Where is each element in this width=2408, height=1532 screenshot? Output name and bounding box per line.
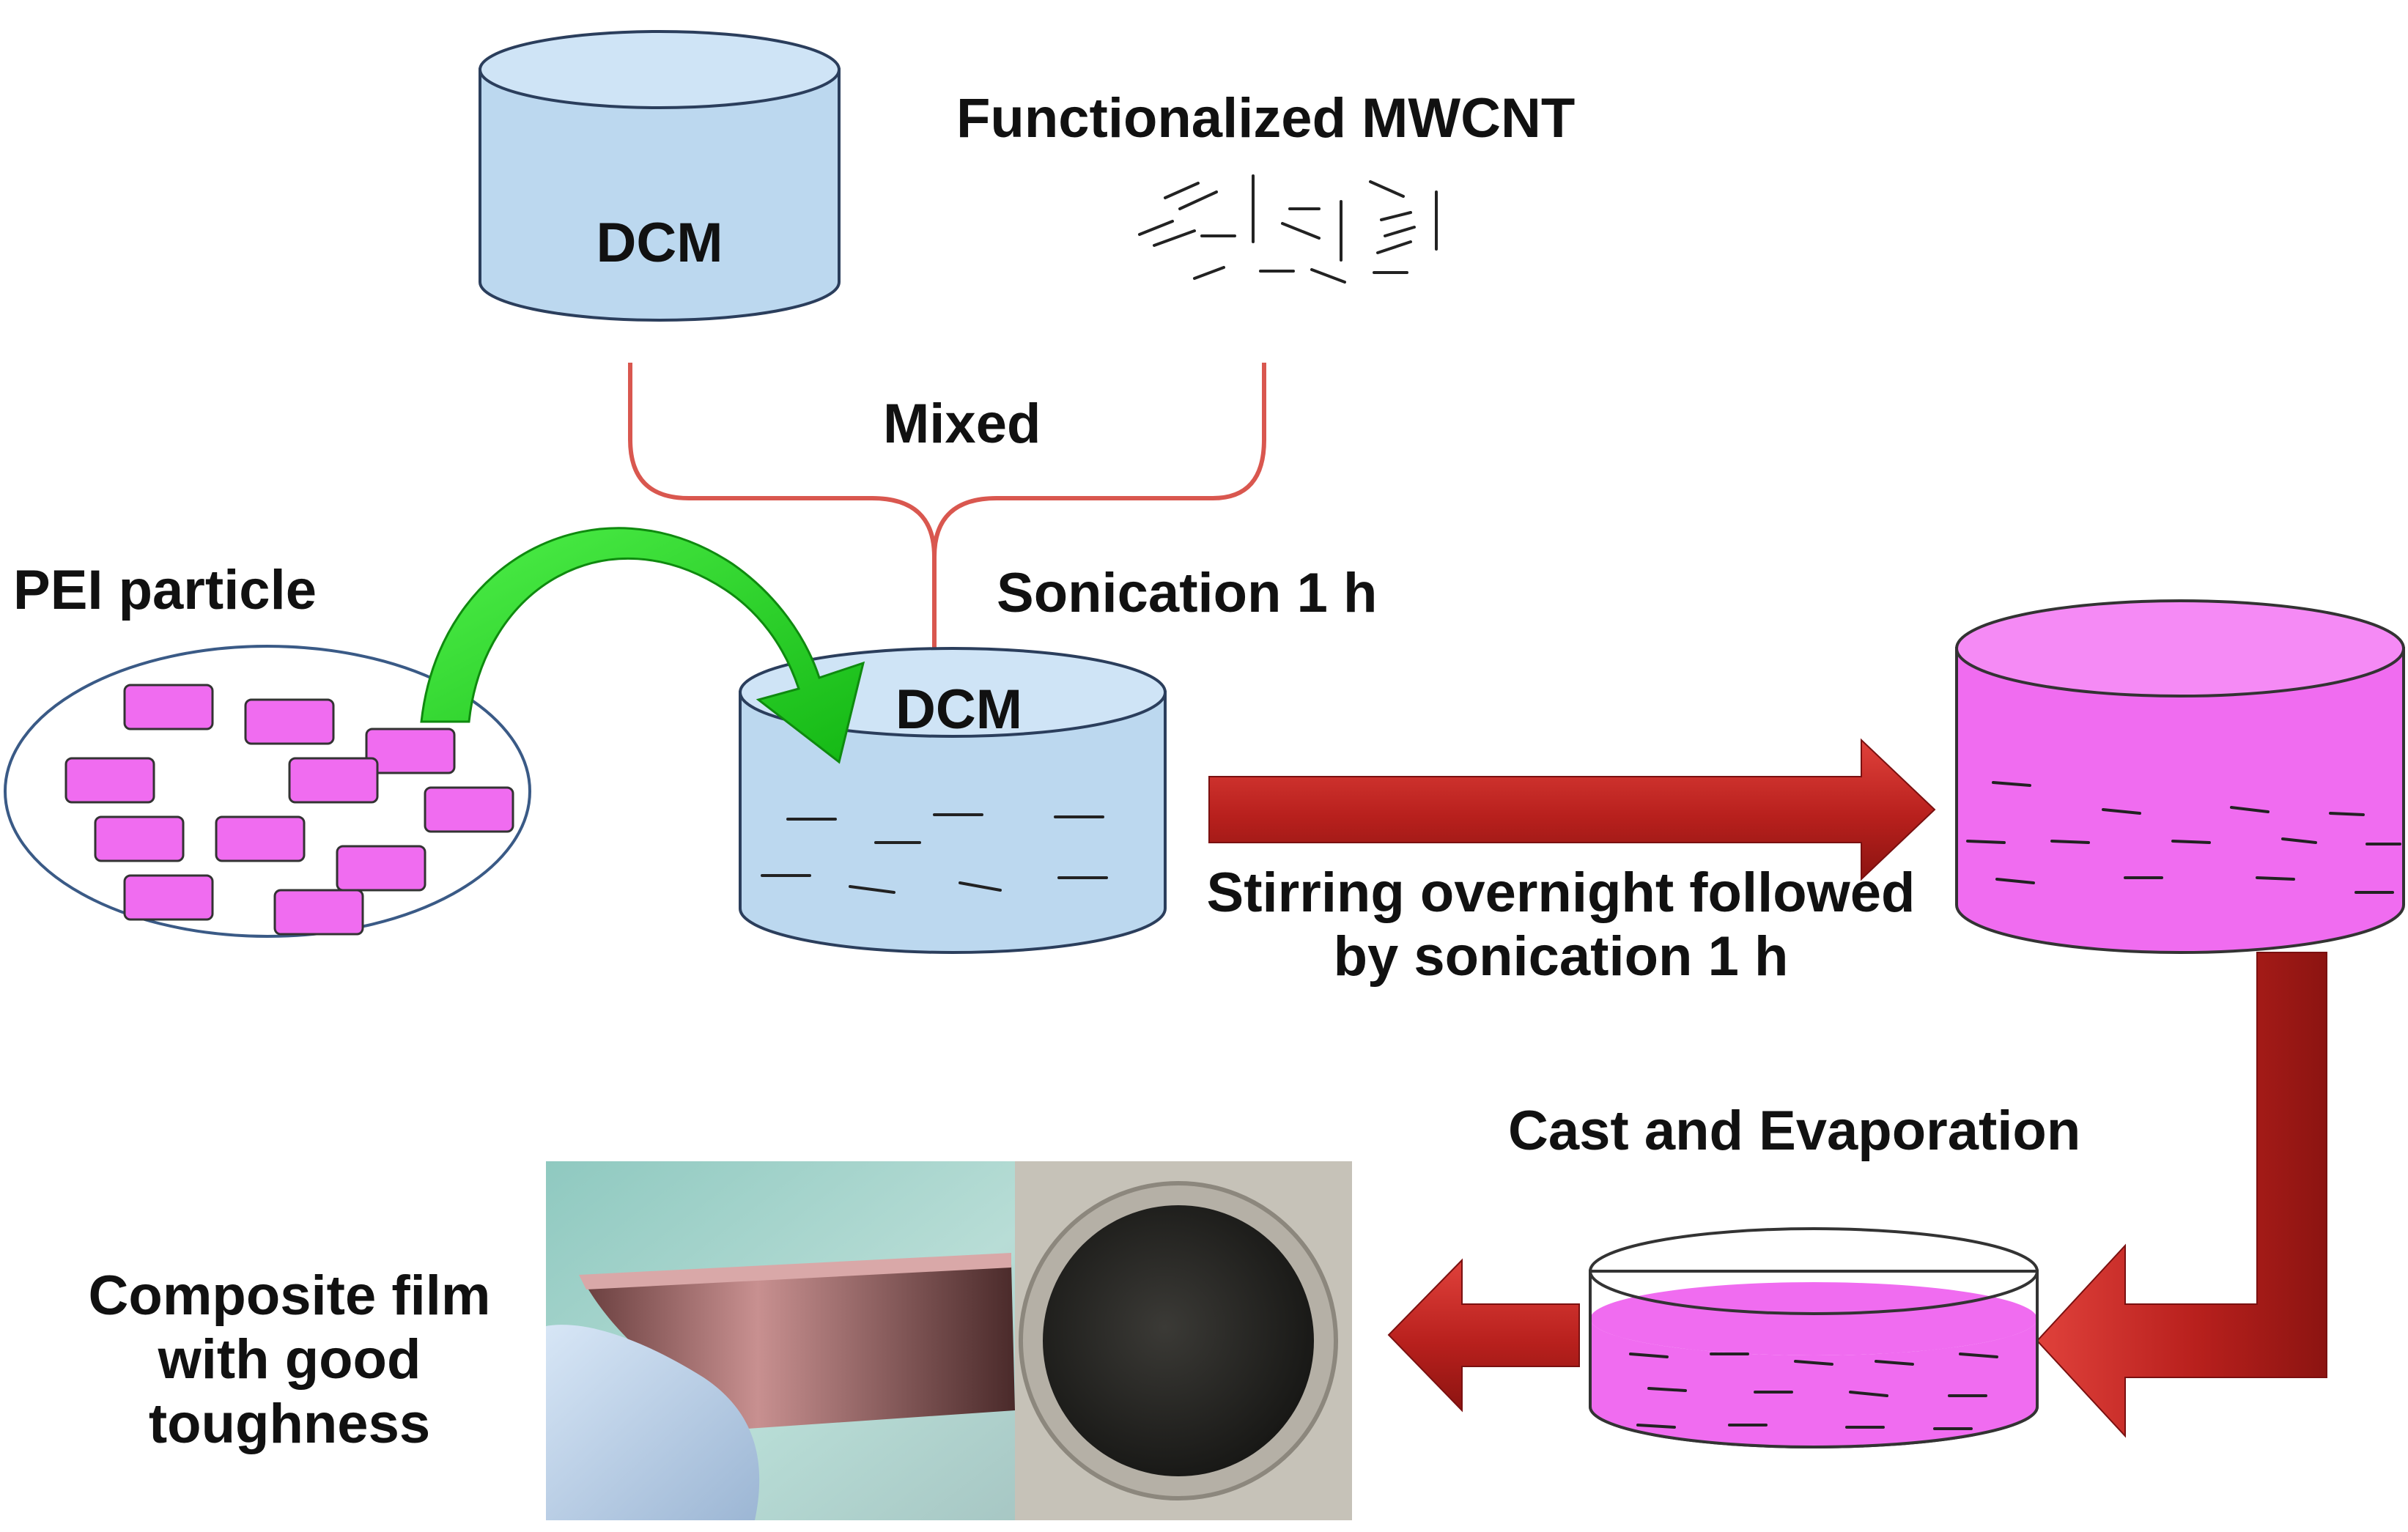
dcm-top-label: DCM <box>596 212 723 274</box>
dcm-top-cylinder <box>479 30 841 322</box>
mixed-bracket <box>628 363 1266 656</box>
stirring-line-1: Stirring overnight followed <box>1206 862 1916 924</box>
pink-cylinder-particles <box>1966 781 2401 894</box>
petri-dish-particles <box>1629 1352 1998 1430</box>
arrow-to-photo <box>1387 1258 1580 1413</box>
pei-particles <box>64 684 514 936</box>
arrow-to-pink-cylinder <box>1208 738 1936 881</box>
petri-dish <box>1589 1227 2039 1448</box>
cast-evaporation-label: Cast and Evaporation <box>1508 1100 2081 1162</box>
dcm-beaker-particles <box>761 813 1108 894</box>
dcm-beaker-label: DCM <box>895 678 1023 741</box>
stirring-label: Stirring overnight followed by sonicatio… <box>1165 861 1957 989</box>
mwcnt-label: Functionalized MWCNT <box>956 87 1576 149</box>
mwcnt-sticks-icon <box>1138 174 1438 284</box>
sonication-label: Sonication 1 h <box>997 562 1378 624</box>
composite-film-label: Composite film with good toughness <box>44 1264 535 1456</box>
composite-film-photo <box>546 1161 1352 1520</box>
mixed-label: Mixed <box>883 393 1041 455</box>
curved-green-arrow <box>420 527 865 764</box>
composite-line-1: Composite film <box>88 1265 491 1327</box>
arrow-down-to-dish <box>2036 952 2327 1438</box>
pink-cylinder <box>1955 599 2405 954</box>
composite-line-2: with good <box>158 1328 421 1391</box>
composite-line-3: toughness <box>148 1392 431 1455</box>
stirring-line-2: by sonication 1 h <box>1333 925 1789 988</box>
pei-particle-label: PEI particle <box>13 559 317 621</box>
